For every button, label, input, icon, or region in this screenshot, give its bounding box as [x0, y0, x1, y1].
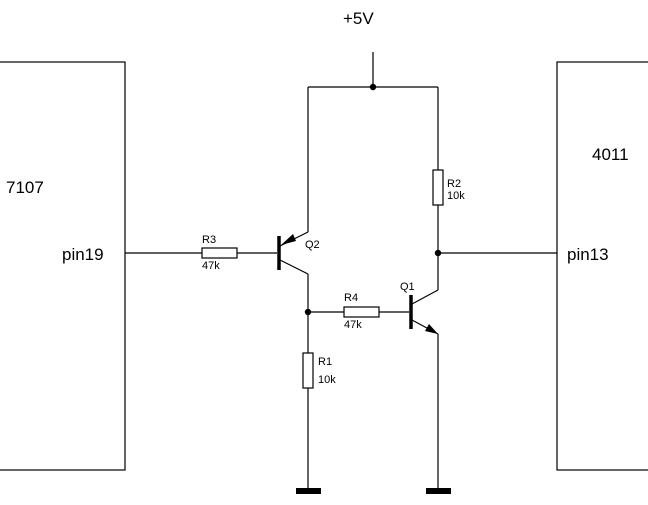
- supply-wires: [307, 52, 439, 232]
- resistor-r1-ref: R1: [318, 356, 332, 368]
- ground-symbol-right: [426, 488, 451, 494]
- transistor-q1-ref: Q1: [400, 281, 415, 293]
- resistor-r4-value: 47k: [344, 319, 362, 331]
- resistor-r3-value: 47k: [202, 260, 220, 272]
- transistor-q1: [409, 289, 439, 488]
- supply-label: +5V: [343, 9, 374, 28]
- resistor-r3: [201, 247, 238, 259]
- resistor-r3-ref: R3: [202, 234, 216, 246]
- resistor-r2-ref: R2: [447, 178, 461, 190]
- resistor-r1-value: 10k: [318, 374, 336, 386]
- ground-symbol-left: [296, 488, 321, 494]
- resistor-r2: [432, 169, 444, 206]
- resistor-r1: [302, 352, 314, 389]
- chip-4011-body: [556, 61, 648, 471]
- chip-7107-pin-label: pin19: [62, 245, 104, 264]
- resistor-r4: [343, 306, 380, 318]
- chip-7107-label: 7107: [6, 178, 44, 197]
- transistor-q2-ref: Q2: [305, 239, 320, 251]
- junction-dot-supply: [369, 83, 377, 91]
- chip-4011-label: 4011: [592, 145, 629, 164]
- chip-7107-body: [0, 61, 126, 471]
- resistor-r2-value: 10k: [447, 190, 465, 202]
- chip-4011-pin-label: pin13: [567, 245, 609, 264]
- transistor-q2: [277, 231, 309, 312]
- resistor-r4-ref: R4: [344, 292, 358, 304]
